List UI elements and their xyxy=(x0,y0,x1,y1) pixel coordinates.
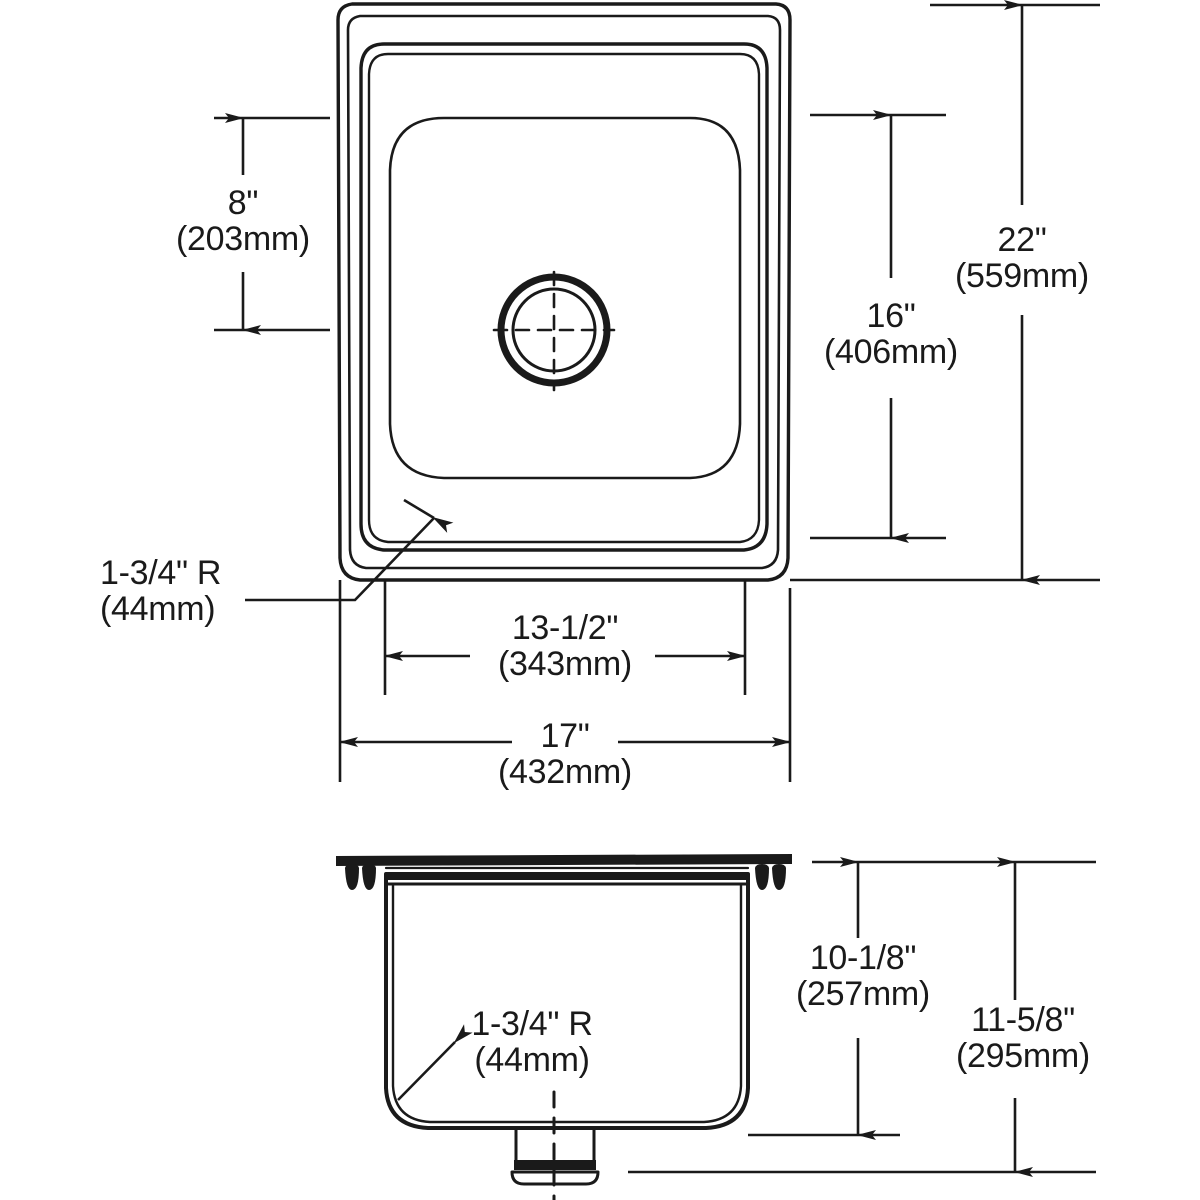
dimension-value-imperial: 11-5/8" xyxy=(971,1001,1075,1039)
dimension-value-metric: (406mm) xyxy=(824,333,958,372)
elevation-drain-flange xyxy=(514,1160,596,1170)
dimension-value-imperial: 1-3/4" R xyxy=(471,1005,593,1043)
elevation-dimensions xyxy=(397,857,1096,1177)
bowl-bottom-pan xyxy=(388,116,742,480)
dimension-value-metric: (343mm) xyxy=(498,645,632,684)
elevation-bowl-body xyxy=(384,872,750,1130)
leader-arrow-radius-top xyxy=(403,498,454,533)
dimension-label-radius-top: 1-3/4" R (44mm) xyxy=(100,555,280,627)
dimension-label-17in: 17" (432mm) xyxy=(470,718,660,790)
dimension-value-imperial: 1-3/4" R xyxy=(100,554,222,592)
bowl-top-rim-outer xyxy=(359,42,769,552)
dimension-label-radius-section: 1-3/4" R (44mm) xyxy=(437,1006,627,1078)
dimension-label-8in: 8" (203mm) xyxy=(158,185,328,257)
dimension-value-imperial: 8" xyxy=(227,184,259,222)
dimension-label-22in: 22" (559mm) xyxy=(937,222,1107,294)
dimension-value-metric: (203mm) xyxy=(176,220,310,259)
dimension-value-imperial: 13-1/2" xyxy=(511,609,619,647)
rim-inner-edge xyxy=(346,14,782,570)
elevation-rim-slab xyxy=(336,854,792,866)
dimension-value-metric: (295mm) xyxy=(956,1037,1090,1076)
rim-outer-edge xyxy=(336,2,792,582)
mounting-clip-left xyxy=(345,864,376,890)
dimension-value-metric: (44mm) xyxy=(100,590,216,629)
bowl-top-rim-inner xyxy=(367,52,761,544)
top-view-sink xyxy=(336,2,792,582)
elevation-rim-underside xyxy=(386,872,748,880)
dimension-value-imperial: 22" xyxy=(997,221,1047,259)
dimension-value-metric: (559mm) xyxy=(955,257,1089,296)
dimension-label-10-1-8: 10-1/8" (257mm) xyxy=(768,940,958,1012)
top-view-dimensions xyxy=(214,0,1100,782)
dimension-value-metric: (257mm) xyxy=(796,975,930,1014)
dimension-label-11-5-8: 11-5/8" (295mm) xyxy=(928,1002,1118,1074)
elevation-bowl-body-inner xyxy=(391,882,743,1124)
dimension-value-imperial: 10-1/8" xyxy=(809,939,917,977)
mounting-clip-right xyxy=(755,864,786,890)
dimension-value-imperial: 17" xyxy=(540,717,590,755)
dimension-value-metric: (432mm) xyxy=(498,753,632,792)
dimension-value-metric: (44mm) xyxy=(474,1041,590,1080)
elevation-drain-outlet xyxy=(510,1170,600,1186)
dimension-label-16in: 16" (406mm) xyxy=(806,298,976,370)
dimension-label-13half: 13-1/2" (343mm) xyxy=(470,610,660,682)
dimension-value-imperial: 16" xyxy=(866,297,916,335)
elevation-view-sink xyxy=(336,854,792,1200)
leader-line-radius-section xyxy=(397,1024,473,1101)
leader-line-radius-top xyxy=(245,517,435,602)
